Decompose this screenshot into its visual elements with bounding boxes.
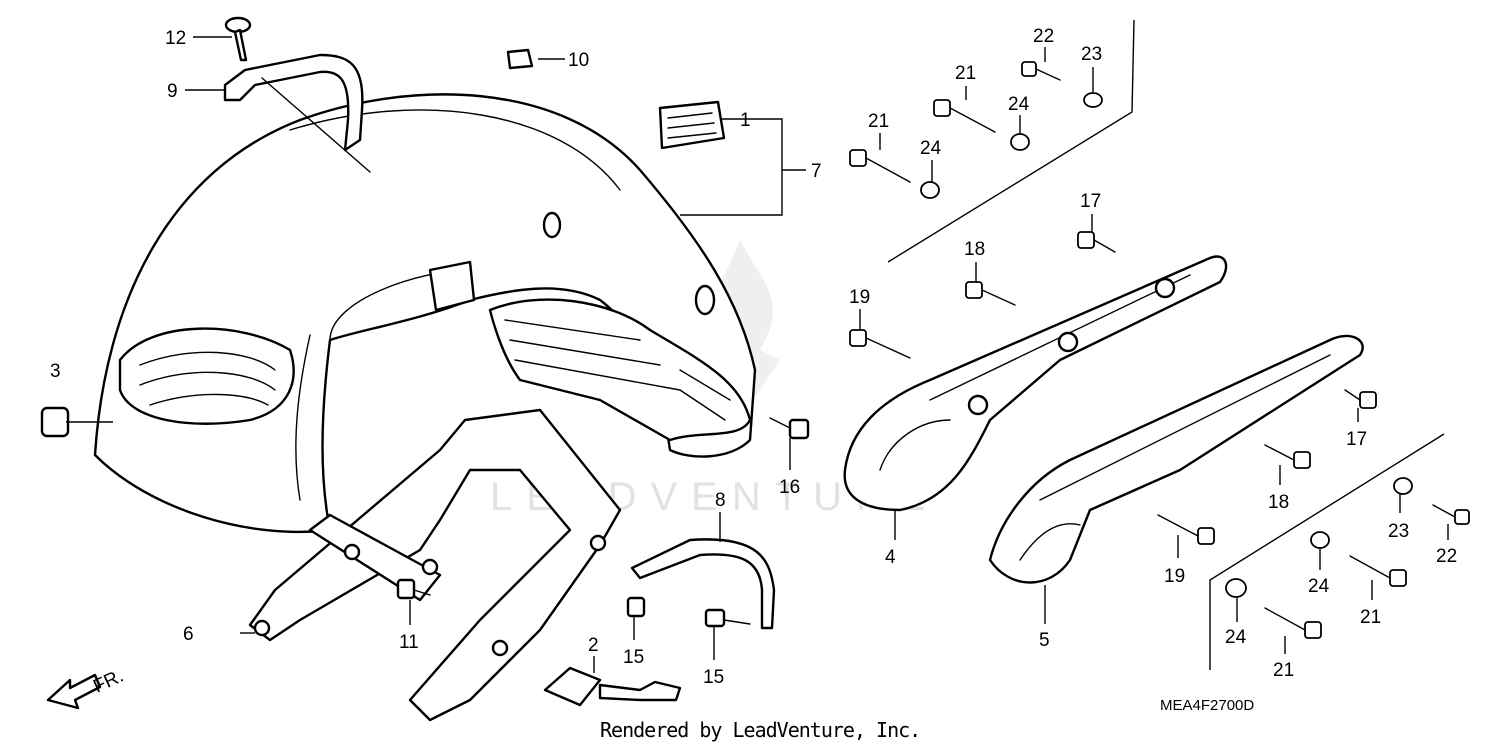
diagram-code: MEA4F2700D (1160, 697, 1255, 714)
bolt-19b (1157, 514, 1215, 545)
callout-4: 4 (885, 547, 896, 568)
bolt-16 (769, 417, 810, 440)
bolt-21c (1349, 555, 1407, 587)
callout-16: 16 (779, 477, 800, 498)
callout-21a: 21 (868, 111, 889, 132)
callout-3: 3 (50, 361, 61, 382)
callout-15a: 15 (623, 647, 644, 668)
callout-10: 10 (568, 50, 589, 71)
callout-23b: 23 (1388, 521, 1409, 542)
callout-9: 9 (167, 81, 178, 102)
callout-22b: 22 (1436, 546, 1457, 567)
callout-17a: 17 (1080, 191, 1101, 212)
front-label: FR. (90, 666, 127, 698)
bolt-15b (704, 608, 751, 628)
callout-18a: 18 (964, 239, 985, 260)
front-arrow: FR. (46, 666, 127, 710)
callout-24d: 24 (1225, 627, 1247, 648)
washer-24d (1225, 578, 1247, 598)
callout-5: 5 (1039, 630, 1050, 651)
divider-upper (887, 19, 1135, 263)
washer-24c (1310, 531, 1330, 549)
grab-bracket (223, 53, 371, 173)
callout-22a: 22 (1033, 26, 1054, 47)
bolt-17b (1344, 389, 1377, 409)
callout-21c: 21 (1360, 607, 1381, 628)
rear-fender (93, 93, 757, 534)
bolt-22a (1021, 61, 1061, 81)
side-cover-4 (843, 255, 1228, 512)
bolt-17a (1077, 231, 1116, 253)
callout-24b: 24 (920, 138, 942, 159)
callout-24a: 24 (1008, 94, 1030, 115)
washer-24b (920, 181, 940, 199)
callout-24c: 24 (1308, 576, 1330, 597)
bolt-15a (626, 596, 646, 618)
callouts: 12 9 10 1 7 3 6 11 16 8 2 15 15 4 5 17 1… (50, 26, 1457, 688)
callout-1: 1 (740, 110, 751, 131)
callout-12: 12 (165, 28, 186, 49)
callout-8: 8 (715, 490, 726, 511)
washer-23a (1083, 92, 1103, 108)
bolt-21d (1264, 607, 1322, 639)
leader-lines (66, 36, 1449, 673)
callout-6: 6 (183, 624, 194, 645)
bolt-11 (396, 578, 431, 600)
reflector (658, 100, 726, 150)
bolt-22b (1432, 504, 1470, 525)
callout-11: 11 (399, 632, 419, 653)
callout-23a: 23 (1081, 44, 1102, 65)
nut-10 (506, 48, 534, 70)
callout-19b: 19 (1164, 566, 1185, 587)
bolt-21a (849, 149, 911, 183)
credit-text: Rendered by LeadVenture, Inc. (600, 718, 921, 742)
bolt-12 (224, 16, 252, 62)
callout-19a: 19 (849, 287, 870, 308)
divider-lower (1209, 433, 1445, 670)
callout-2: 2 (588, 635, 599, 656)
sub-frame (248, 408, 622, 722)
callout-18b: 18 (1268, 492, 1289, 513)
bolt-21b (933, 99, 996, 133)
callout-15b: 15 (703, 667, 724, 688)
grommet-3 (40, 406, 70, 438)
callout-17b: 17 (1346, 429, 1367, 450)
callout-7: 7 (811, 161, 822, 182)
washer-23b (1393, 477, 1413, 495)
bolt-19a (849, 329, 911, 359)
side-cover-5 (988, 334, 1364, 584)
callout-21b: 21 (955, 63, 976, 84)
seat-lock (543, 666, 682, 707)
washer-24a (1010, 133, 1030, 151)
bracket-8 (630, 538, 776, 630)
callout-21d: 21 (1273, 660, 1294, 681)
bolt-18a (965, 281, 1016, 306)
bolt-18b (1264, 444, 1311, 469)
